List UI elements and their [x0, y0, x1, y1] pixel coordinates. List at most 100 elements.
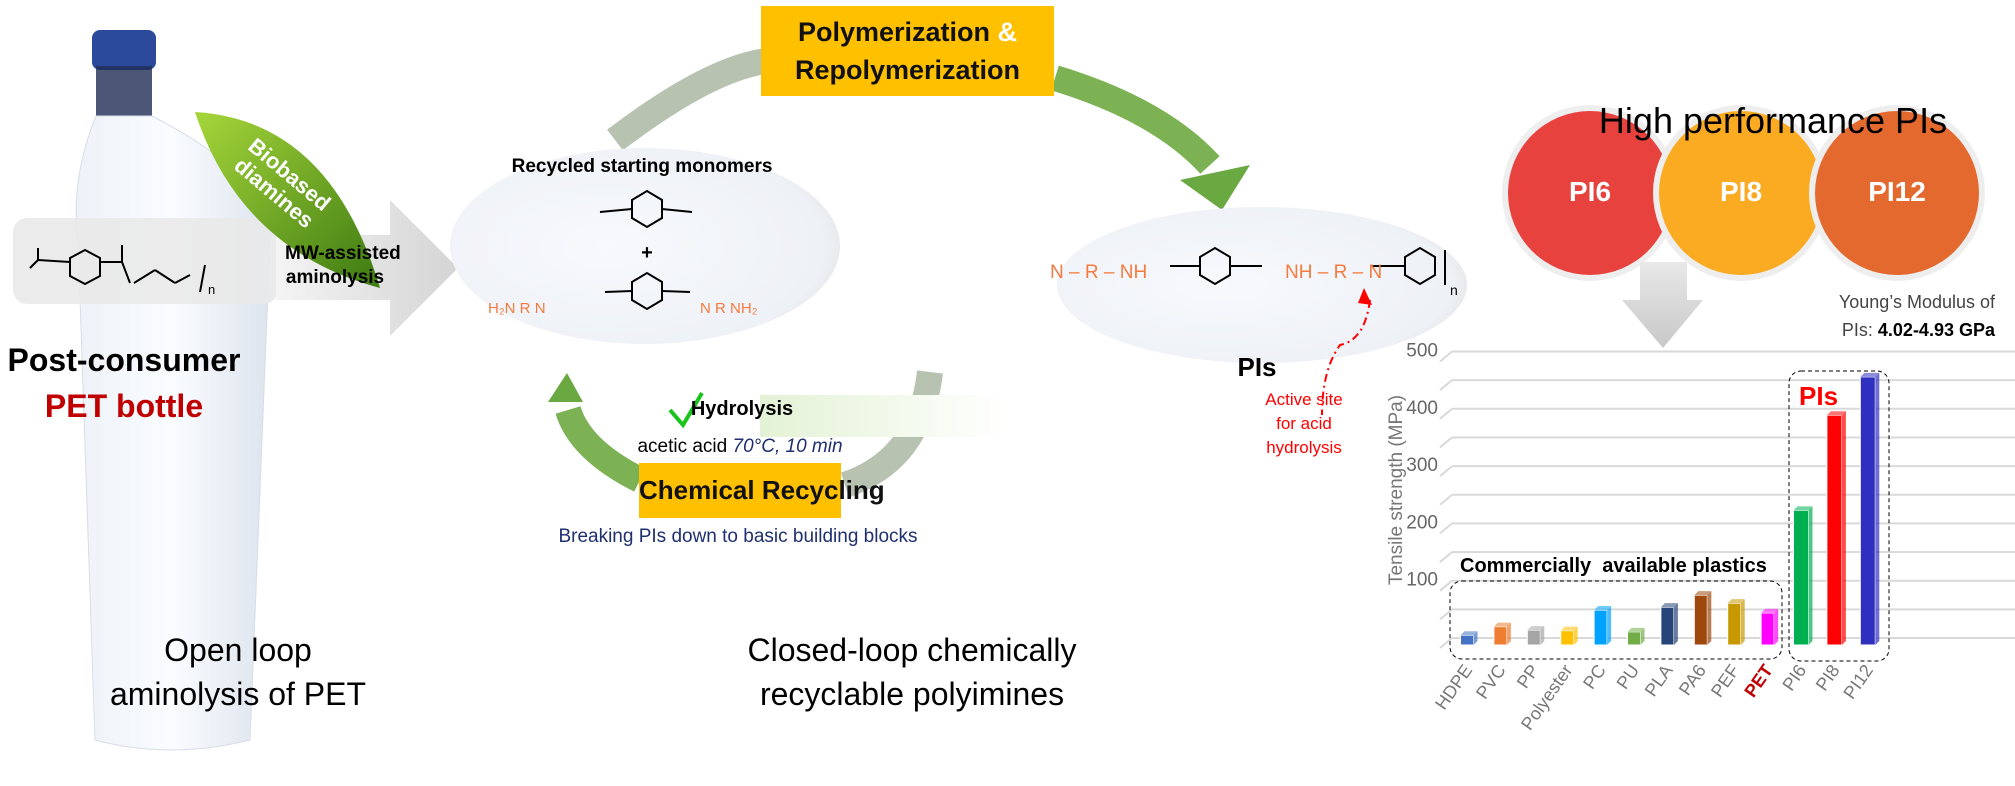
- monomers-ellipse: [450, 148, 840, 344]
- arrowhead-to-monomers: [548, 373, 583, 402]
- bar-polyester: [1560, 630, 1575, 646]
- closed-loop-caption: Closed-loop chemically recyclable polyim…: [747, 628, 1076, 716]
- sample-pi8: [1659, 111, 1823, 275]
- bar-pp: [1526, 629, 1541, 646]
- bottom-left-arc: [555, 405, 646, 492]
- x-tick-label: PEF: [1707, 661, 1743, 701]
- bar-pu: [1627, 631, 1641, 646]
- caption-line2: aminolysis of PET: [109, 676, 367, 712]
- gridline: [1439, 493, 1453, 506]
- bar-top: [1694, 591, 1712, 596]
- bar-top: [1560, 626, 1578, 631]
- bottom-right-arc: [840, 370, 943, 498]
- x-tick-label: PVC: [1472, 661, 1510, 703]
- bar-pi6: [1793, 509, 1809, 646]
- gridline: [1439, 522, 1453, 535]
- chemical-recycling-box: Chemical Recycling: [639, 463, 885, 518]
- bar-top: [1793, 506, 1813, 511]
- top-right-arc: [1051, 65, 1220, 174]
- bar-top: [1761, 608, 1779, 613]
- y-tick-label: 400: [1406, 398, 1438, 419]
- bar-side: [1473, 631, 1478, 645]
- polymer-left-labels: N – R – NH: [1050, 262, 1148, 283]
- n-label: N: [700, 300, 711, 317]
- gridline: [1439, 608, 1453, 621]
- y-tick-label: 300: [1406, 455, 1438, 476]
- hydrolysis-label: Hydrolysis: [690, 398, 794, 420]
- n-label: N: [1368, 262, 1383, 283]
- r-label: R: [1333, 262, 1348, 283]
- r-label: R: [1084, 262, 1099, 283]
- bar-pet: [1760, 612, 1775, 646]
- conditions-solvent: acetic acid: [637, 436, 728, 457]
- h-label: H: [1298, 262, 1313, 283]
- caption-line2: recyclable polyimines: [759, 676, 1065, 712]
- r-label: R: [519, 300, 531, 317]
- ampersand: &: [997, 17, 1018, 47]
- x-tick-label: PC: [1579, 661, 1610, 693]
- modulus-value: 4.02-4.93 GPa: [1877, 320, 1995, 340]
- conditions: acetic acid 70°C, 10 min: [637, 436, 842, 458]
- polymerization-label: Polymerization: [797, 17, 991, 47]
- gridline: [1439, 637, 1453, 649]
- y-tick-label: 500: [1406, 341, 1438, 362]
- h-label: H: [1133, 262, 1148, 283]
- post-consumer-title: Post-consumer: [7, 342, 241, 378]
- pet-subscript: n: [208, 282, 216, 297]
- bar-side: [1841, 411, 1846, 645]
- bar-side: [1707, 591, 1712, 645]
- hydrolysis-band: [760, 395, 1005, 437]
- amine-right: N R NH₂: [700, 300, 758, 317]
- monomers-title: Recycled starting monomers: [511, 156, 773, 177]
- polymer-subscript: n: [1450, 282, 1458, 298]
- polymer-structure: [1170, 246, 1446, 286]
- bar-top: [1660, 603, 1678, 608]
- x-tick-label: PLA: [1641, 661, 1677, 700]
- r-label: R: [715, 300, 726, 317]
- sample-pi6: [1508, 111, 1672, 275]
- pis-group-label: PIs: [1799, 381, 1838, 411]
- polymerization-box: Polymerization & Repolymerization: [761, 6, 1054, 96]
- pet-structure-box: [13, 218, 278, 304]
- bar-top: [1493, 622, 1511, 627]
- breaking-note: Breaking PIs down to basic building bloc…: [558, 526, 918, 547]
- h2n-label: H₂N: [488, 300, 516, 317]
- caption-line1: Closed-loop chemically: [747, 632, 1077, 668]
- down-arrow: [1622, 262, 1703, 348]
- bar-top: [1527, 626, 1545, 631]
- gridline: [1439, 350, 1453, 363]
- bar-hdpe: [1460, 634, 1474, 646]
- y-tick-label: 200: [1406, 512, 1438, 533]
- gridline: [1439, 379, 1453, 391]
- mw-arrow-label: MW-assisted aminolysis: [285, 242, 401, 290]
- arrowhead-icon: [1358, 288, 1372, 305]
- youngs-modulus: Young’s Modulus of PIs: 4.02-4.93 GPa: [1839, 288, 1995, 344]
- bar-pc: [1593, 609, 1608, 646]
- bar-side: [1673, 603, 1678, 645]
- caption-line1: Open loop: [164, 632, 312, 668]
- modulus-prefix: PIs:: [1841, 320, 1878, 340]
- nh2-label: NH₂: [730, 300, 758, 317]
- bar-top: [1627, 627, 1645, 632]
- bar-side: [1506, 622, 1511, 645]
- bar-side: [1607, 606, 1612, 645]
- x-tick-label: HDPE: [1431, 661, 1476, 713]
- repolymerization-label: Repolymerization: [794, 55, 1021, 85]
- bar-pi12: [1859, 376, 1876, 646]
- n-label: N: [1285, 262, 1299, 283]
- commercial-group-box: [1449, 580, 1783, 660]
- pet-structure: [29, 245, 206, 293]
- bar-top: [1727, 599, 1745, 604]
- pis-group-box: [1788, 370, 1890, 662]
- bar-pef: [1727, 602, 1742, 646]
- active-site-label: Active site for acid hydrolysis: [1265, 388, 1342, 460]
- bar-top: [1826, 411, 1846, 416]
- x-tick-label: PU: [1613, 661, 1644, 693]
- bar-pla: [1660, 606, 1675, 646]
- bar-pvc: [1493, 626, 1508, 646]
- sample-label: PI6: [1568, 176, 1612, 207]
- n-label: N: [1119, 262, 1134, 283]
- plus-sign: +: [641, 242, 653, 264]
- commercial-group-label: Commercially available plastics: [1460, 555, 1767, 577]
